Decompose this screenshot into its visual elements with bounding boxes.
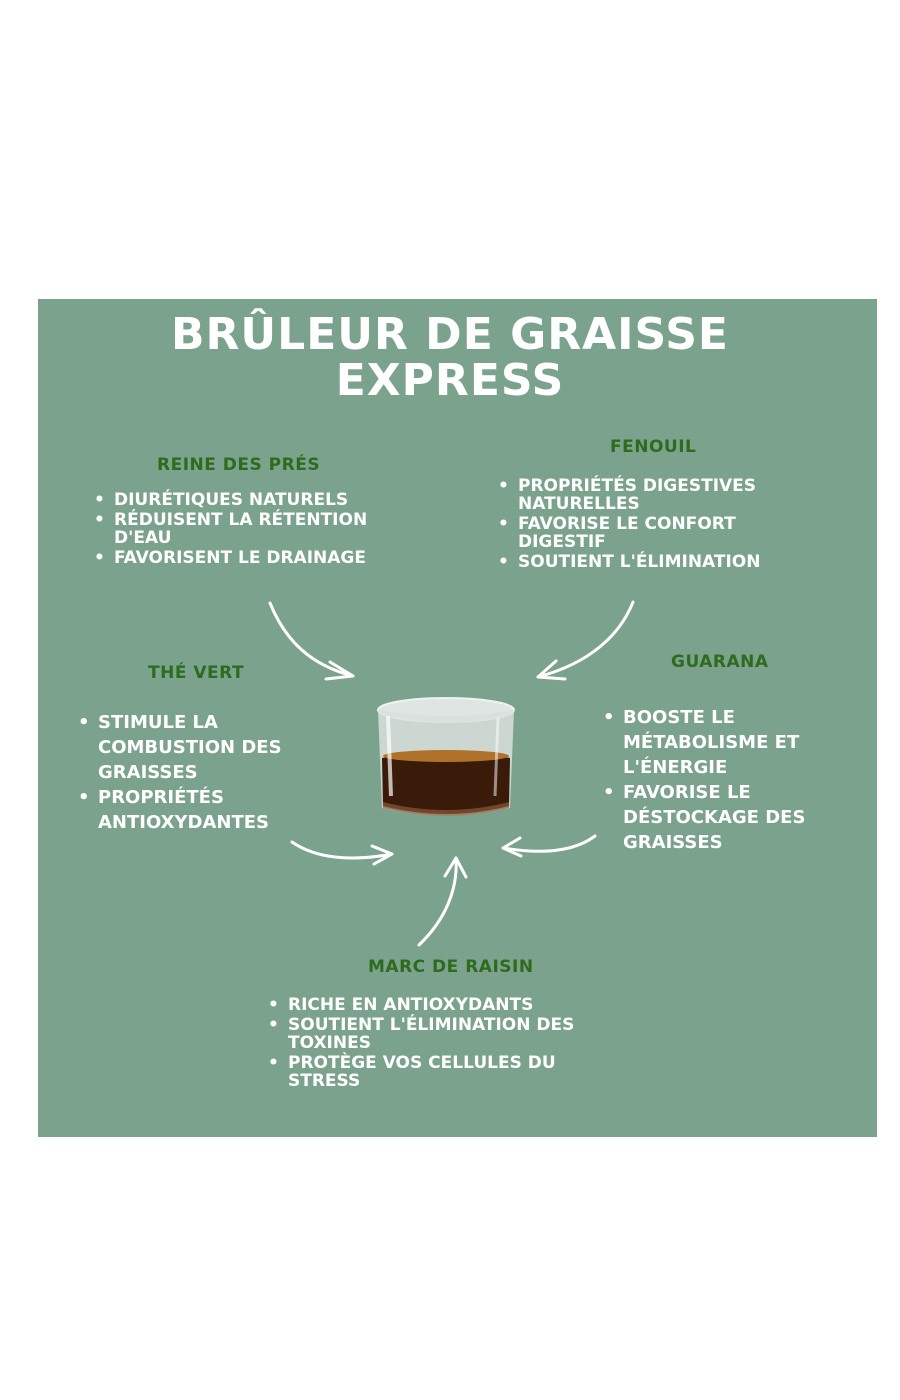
heading-the-vert: THÉ VERT [148, 663, 245, 683]
list-item: PROPRIÉTÉS ANTIOXYDANTES [76, 785, 306, 835]
list-item: FAVORISE LE DÉSTOCKAGE DES GRAISSES [601, 780, 831, 855]
title-line-2: EXPRESS [335, 355, 565, 406]
heading-marc-de-raisin: MARC DE RAISIN [368, 957, 534, 977]
list-item: RÉDUISENT LA RÉTENTION D'EAU [92, 511, 422, 547]
list-item: FAVORISENT LE DRAINAGE [92, 549, 422, 567]
list-item: RICHE EN ANTIOXYDANTS [266, 996, 626, 1014]
heading-reine-des-pres: REINE DES PRÉS [157, 455, 321, 475]
list-item: FAVORISE LE CONFORT DIGESTIF [496, 515, 816, 551]
list-guarana: BOOSTE LE MÉTABOLISME ET L'ÉNERGIE FAVOR… [601, 705, 831, 855]
list-item: SOUTIENT L'ÉLIMINATION DES TOXINES [266, 1016, 626, 1052]
list-item: PROTÈGE VOS CELLULES DU STRESS [266, 1054, 626, 1090]
drink-glass-icon [377, 697, 515, 816]
arrow-the-vert-icon [290, 840, 394, 866]
arrow-guarana-icon [501, 834, 597, 858]
heading-fenouil: FENOUIL [610, 437, 697, 457]
list-item: SOUTIENT L'ÉLIMINATION [496, 553, 816, 571]
list-fenouil: PROPRIÉTÉS DIGESTIVES NATURELLES FAVORIS… [496, 477, 816, 573]
arrow-marc-icon [417, 856, 468, 947]
heading-guarana: GUARANA [671, 652, 769, 672]
list-the-vert: STIMULE LA COMBUSTION DES GRAISSES PROPR… [76, 710, 306, 835]
arrow-reine-icon [268, 601, 355, 681]
arrow-fenouil-icon [536, 600, 635, 681]
list-item: PROPRIÉTÉS DIGESTIVES NATURELLES [496, 477, 816, 513]
list-marc-de-raisin: RICHE EN ANTIOXYDANTS SOUTIENT L'ÉLIMINA… [266, 996, 626, 1092]
list-item: BOOSTE LE MÉTABOLISME ET L'ÉNERGIE [601, 705, 831, 780]
list-item: DIURÉTIQUES NATURELS [92, 491, 422, 509]
title-line-1: BRÛLEUR DE GRAISSE [171, 309, 729, 360]
list-reine-des-pres: DIURÉTIQUES NATURELS RÉDUISENT LA RÉTENT… [92, 491, 422, 569]
list-item: STIMULE LA COMBUSTION DES GRAISSES [76, 710, 306, 785]
infographic-title: BRÛLEUR DE GRAISSE EXPRESS [0, 312, 900, 404]
